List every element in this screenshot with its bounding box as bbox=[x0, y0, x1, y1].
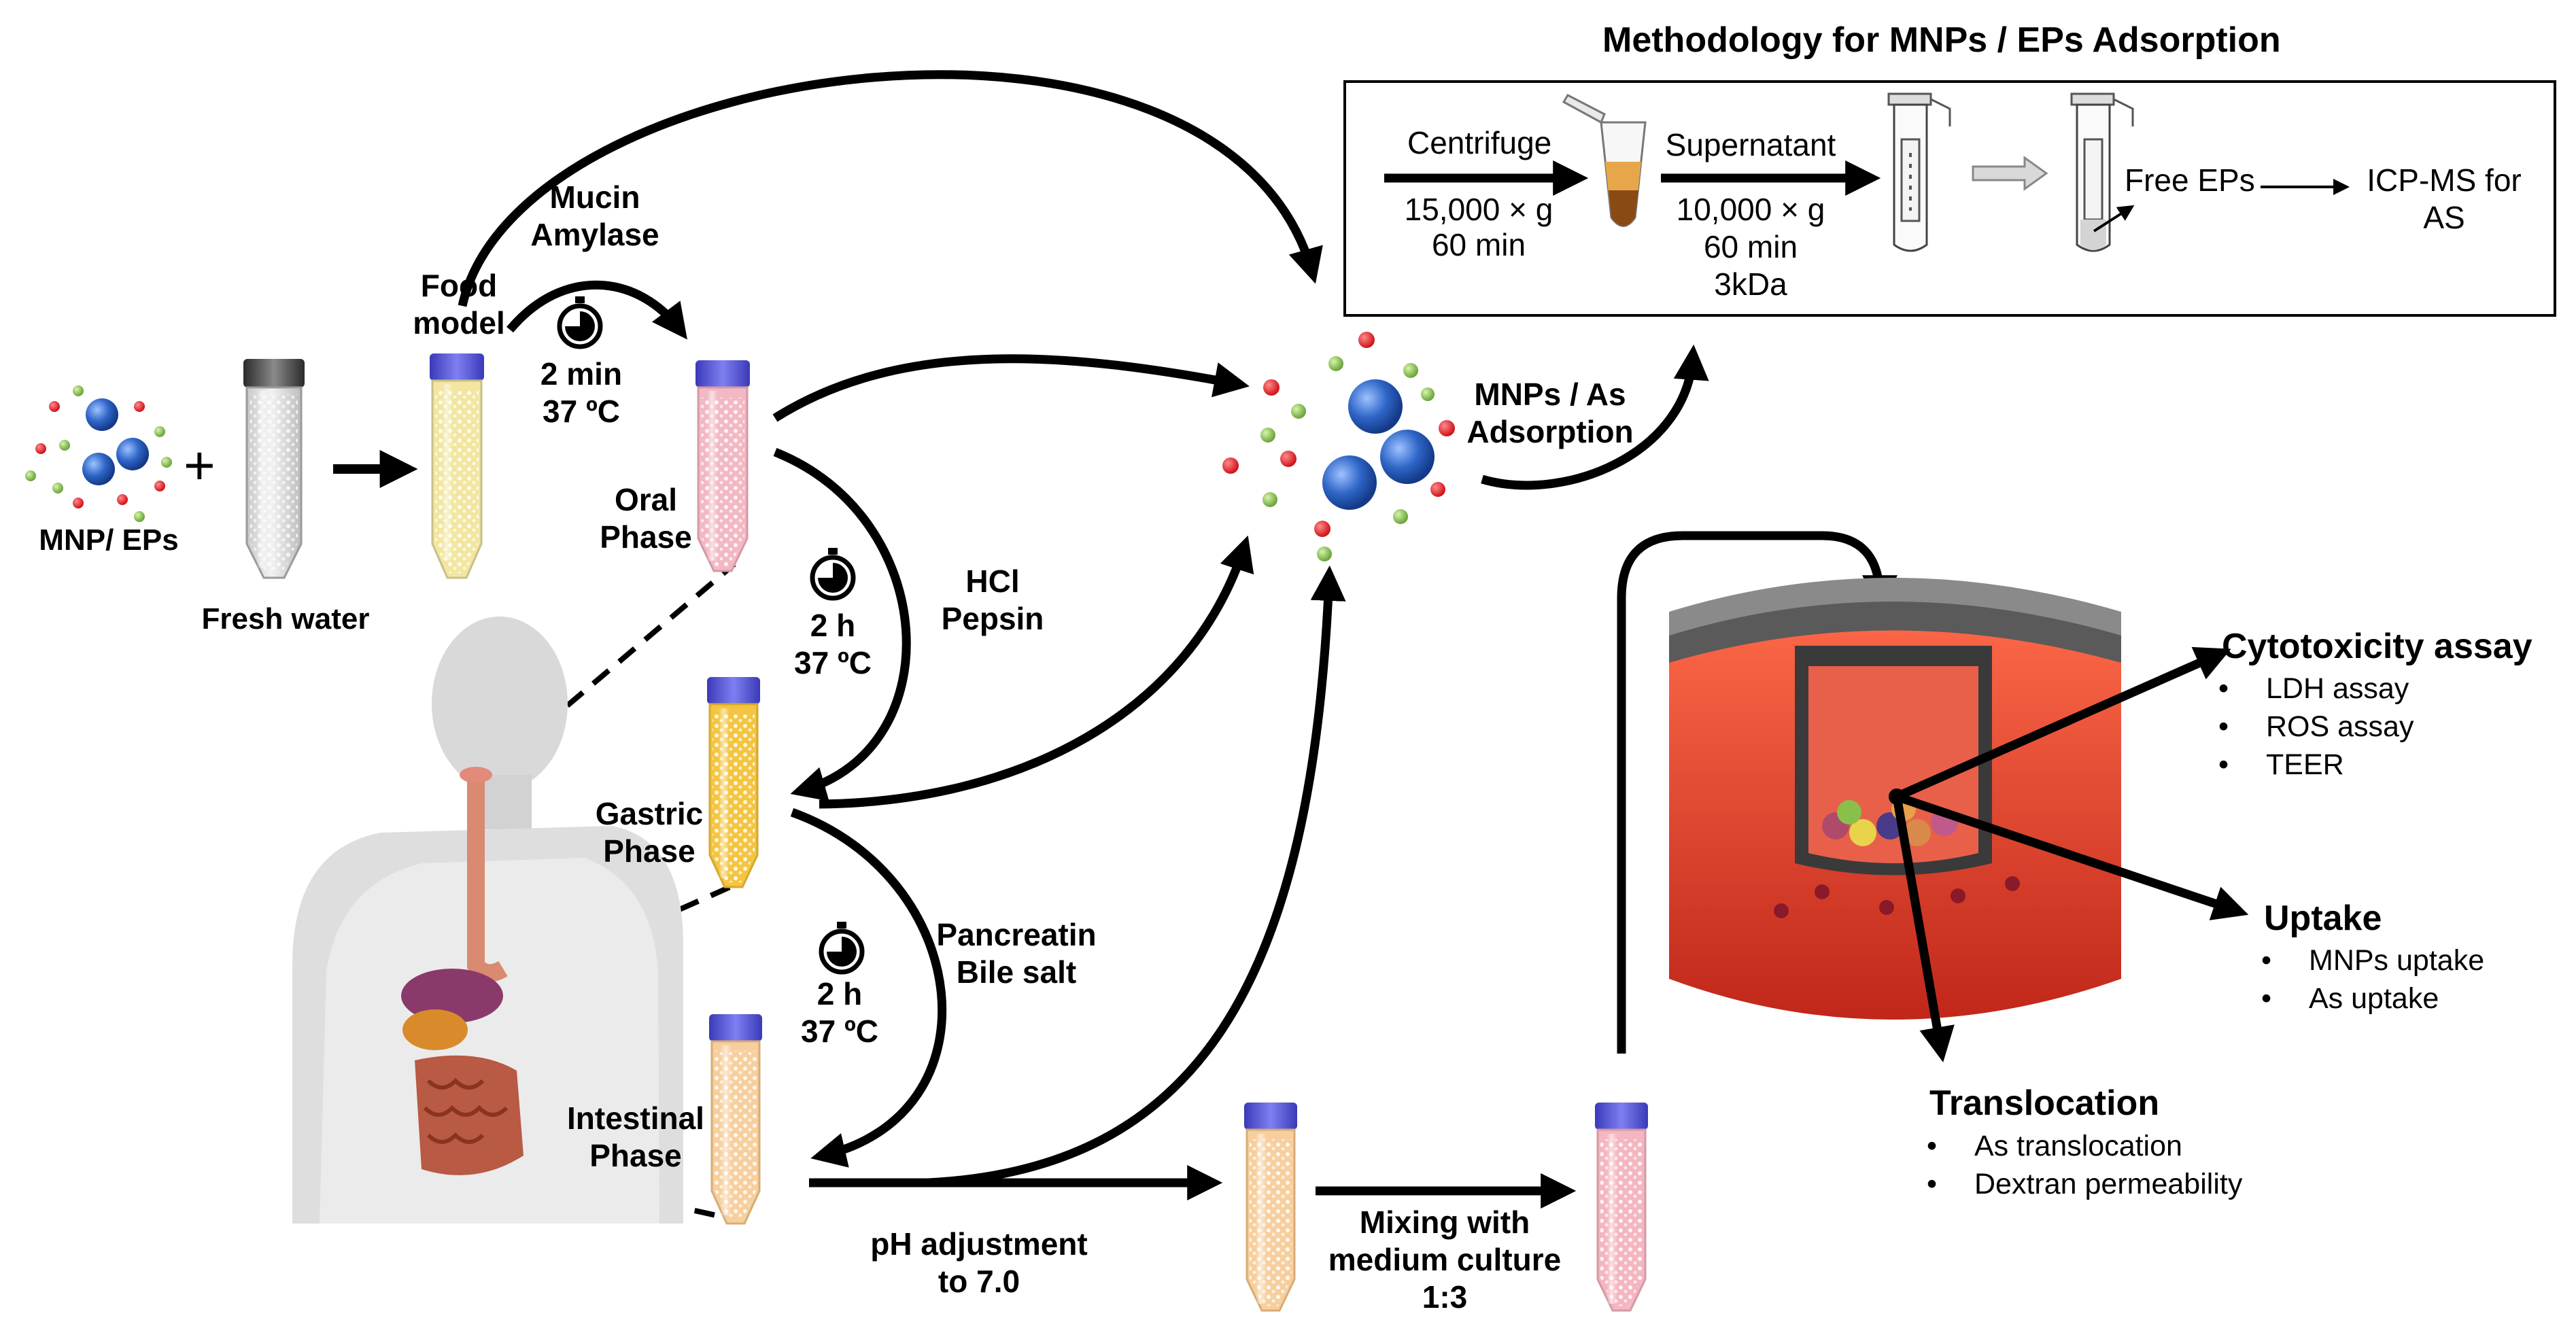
cytotoxicity-list: LDH assay ROS assay TEER bbox=[2213, 670, 2414, 784]
fresh-water-tube bbox=[243, 359, 305, 579]
food-model-label-line1: Food bbox=[420, 268, 498, 303]
food-model-tube bbox=[430, 353, 484, 579]
translocation-arrow bbox=[1892, 795, 1955, 1062]
intestinal-enzyme-line2: Bile salt bbox=[956, 954, 1077, 990]
translocation-title: Translocation bbox=[1929, 1083, 2160, 1123]
list-item: Dextran permeability bbox=[1921, 1165, 2242, 1203]
oral-enzyme-line2: Amylase bbox=[530, 217, 659, 252]
oral-phase-label-line2: Phase bbox=[600, 519, 692, 555]
culture-medium-tube bbox=[1595, 1103, 1648, 1312]
list-item: As translocation bbox=[1921, 1127, 2242, 1165]
mixing-label-line2: medium culture bbox=[1328, 1242, 1562, 1277]
oral-phase-tube bbox=[695, 360, 750, 572]
intestinal-phase-tube bbox=[709, 1014, 762, 1225]
free-eps-label: Free EPs bbox=[2125, 162, 2255, 198]
intestinal-time: 2 h bbox=[817, 976, 863, 1011]
filter-tube-1 bbox=[1887, 92, 1951, 252]
mnp-eps-cluster bbox=[25, 385, 172, 522]
uptake-list: MNPs uptake As uptake bbox=[2256, 941, 2484, 1018]
icp-ms-label-line1: ICP-MS for bbox=[2367, 162, 2522, 198]
supernatant-speed: 10,000 × g bbox=[1676, 192, 1825, 227]
list-item: As uptake bbox=[2256, 979, 2484, 1018]
ph-adjustment-label-line1: pH adjustment bbox=[870, 1226, 1088, 1262]
food-model-label-line2: model bbox=[413, 305, 505, 341]
icp-ms-label-line2: AS bbox=[2423, 200, 2465, 235]
adsorption-to-methodology-arrow bbox=[1481, 344, 1709, 490]
stopwatch-icon bbox=[810, 548, 856, 601]
intestinal-temperature: 37 ºC bbox=[801, 1013, 878, 1049]
intestinal-to-adsorption-arrow bbox=[927, 565, 1346, 1187]
oral-temperature: 37 ºC bbox=[543, 394, 620, 429]
filter-tube-2 bbox=[2070, 92, 2135, 252]
mnp-eps-label: MNP/ EPs bbox=[39, 523, 179, 557]
food-to-adsorption-arrow bbox=[458, 70, 1323, 307]
diagram-title: Methodology for MNPs / EPs Adsorption bbox=[1602, 20, 2281, 60]
oral-enzyme-line1: Mucin bbox=[549, 179, 640, 215]
mixing-label-line1: Mixing with bbox=[1359, 1204, 1530, 1240]
fresh-water-label: Fresh water bbox=[201, 602, 370, 636]
cytotoxicity-title: Cytotoxicity assay bbox=[2222, 627, 2532, 666]
uptake-title: Uptake bbox=[2264, 899, 2382, 938]
list-item: MNPs uptake bbox=[2256, 941, 2484, 979]
stopwatch-icon bbox=[819, 922, 865, 975]
food-to-oral-arrow bbox=[506, 280, 687, 340]
list-item: LDH assay bbox=[2213, 670, 2414, 708]
adsorption-label-line2: Adsorption bbox=[1466, 414, 1634, 449]
oral-to-gastric-arrow bbox=[773, 447, 911, 801]
gastric-phase-label-line2: Phase bbox=[603, 833, 695, 869]
centrifuge-label: Centrifuge bbox=[1407, 125, 1552, 160]
supernatant-time: 60 min bbox=[1703, 229, 1798, 264]
supernatant-label: Supernatant bbox=[1665, 127, 1836, 162]
gastric-enzyme-line1: HCl bbox=[965, 564, 1020, 599]
intestinal-phase-label-line2: Phase bbox=[589, 1138, 682, 1173]
gastric-phase-label-line1: Gastric bbox=[595, 796, 704, 831]
intestinal-enzyme-line1: Pancreatin bbox=[936, 917, 1097, 952]
gastric-to-intestinal-arrow bbox=[790, 808, 947, 1168]
oral-phase-label-line1: Oral bbox=[614, 482, 678, 517]
translocation-list: As translocation Dextran permeability bbox=[1921, 1127, 2242, 1203]
mixing-label-line3: 1:3 bbox=[1422, 1279, 1468, 1315]
oral-to-adsorption-arrow bbox=[772, 354, 1250, 422]
list-item: ROS assay bbox=[2213, 708, 2414, 746]
intestinal-phase-label-line1: Intestinal bbox=[567, 1100, 704, 1136]
adsorption-particle-cluster bbox=[1222, 332, 1455, 561]
oral-time: 2 min bbox=[540, 356, 623, 392]
culture-to-transwell-arrow bbox=[1617, 531, 1897, 1054]
ph-adjustment-label-line2: to 7.0 bbox=[938, 1264, 1020, 1299]
centrifuge-time: 60 min bbox=[1431, 227, 1526, 262]
plus-sign: + bbox=[184, 435, 216, 496]
gastric-enzyme-line2: Pepsin bbox=[941, 601, 1044, 636]
gastric-time: 2 h bbox=[810, 608, 856, 643]
ph-adjusted-tube bbox=[1244, 1103, 1297, 1312]
adsorption-label-line1: MNPs / As bbox=[1474, 377, 1626, 412]
cytotoxicity-arrow bbox=[1895, 646, 2231, 801]
list-item: TEER bbox=[2213, 746, 2414, 784]
stopwatch-icon bbox=[557, 296, 603, 349]
supernatant-filter: 3kDa bbox=[1714, 266, 1787, 302]
grey-transfer-arrow bbox=[1972, 156, 2048, 191]
gastric-temperature: 37 ºC bbox=[794, 645, 872, 680]
human-digestive-figure bbox=[292, 617, 683, 1224]
centrifuge-speed: 15,000 × g bbox=[1404, 192, 1553, 227]
centrifuge-tube bbox=[1562, 94, 1647, 227]
uptake-arrow bbox=[1895, 792, 2249, 920]
gastric-to-adsorption-arrow bbox=[819, 535, 1254, 809]
gastric-phase-tube bbox=[707, 677, 760, 888]
